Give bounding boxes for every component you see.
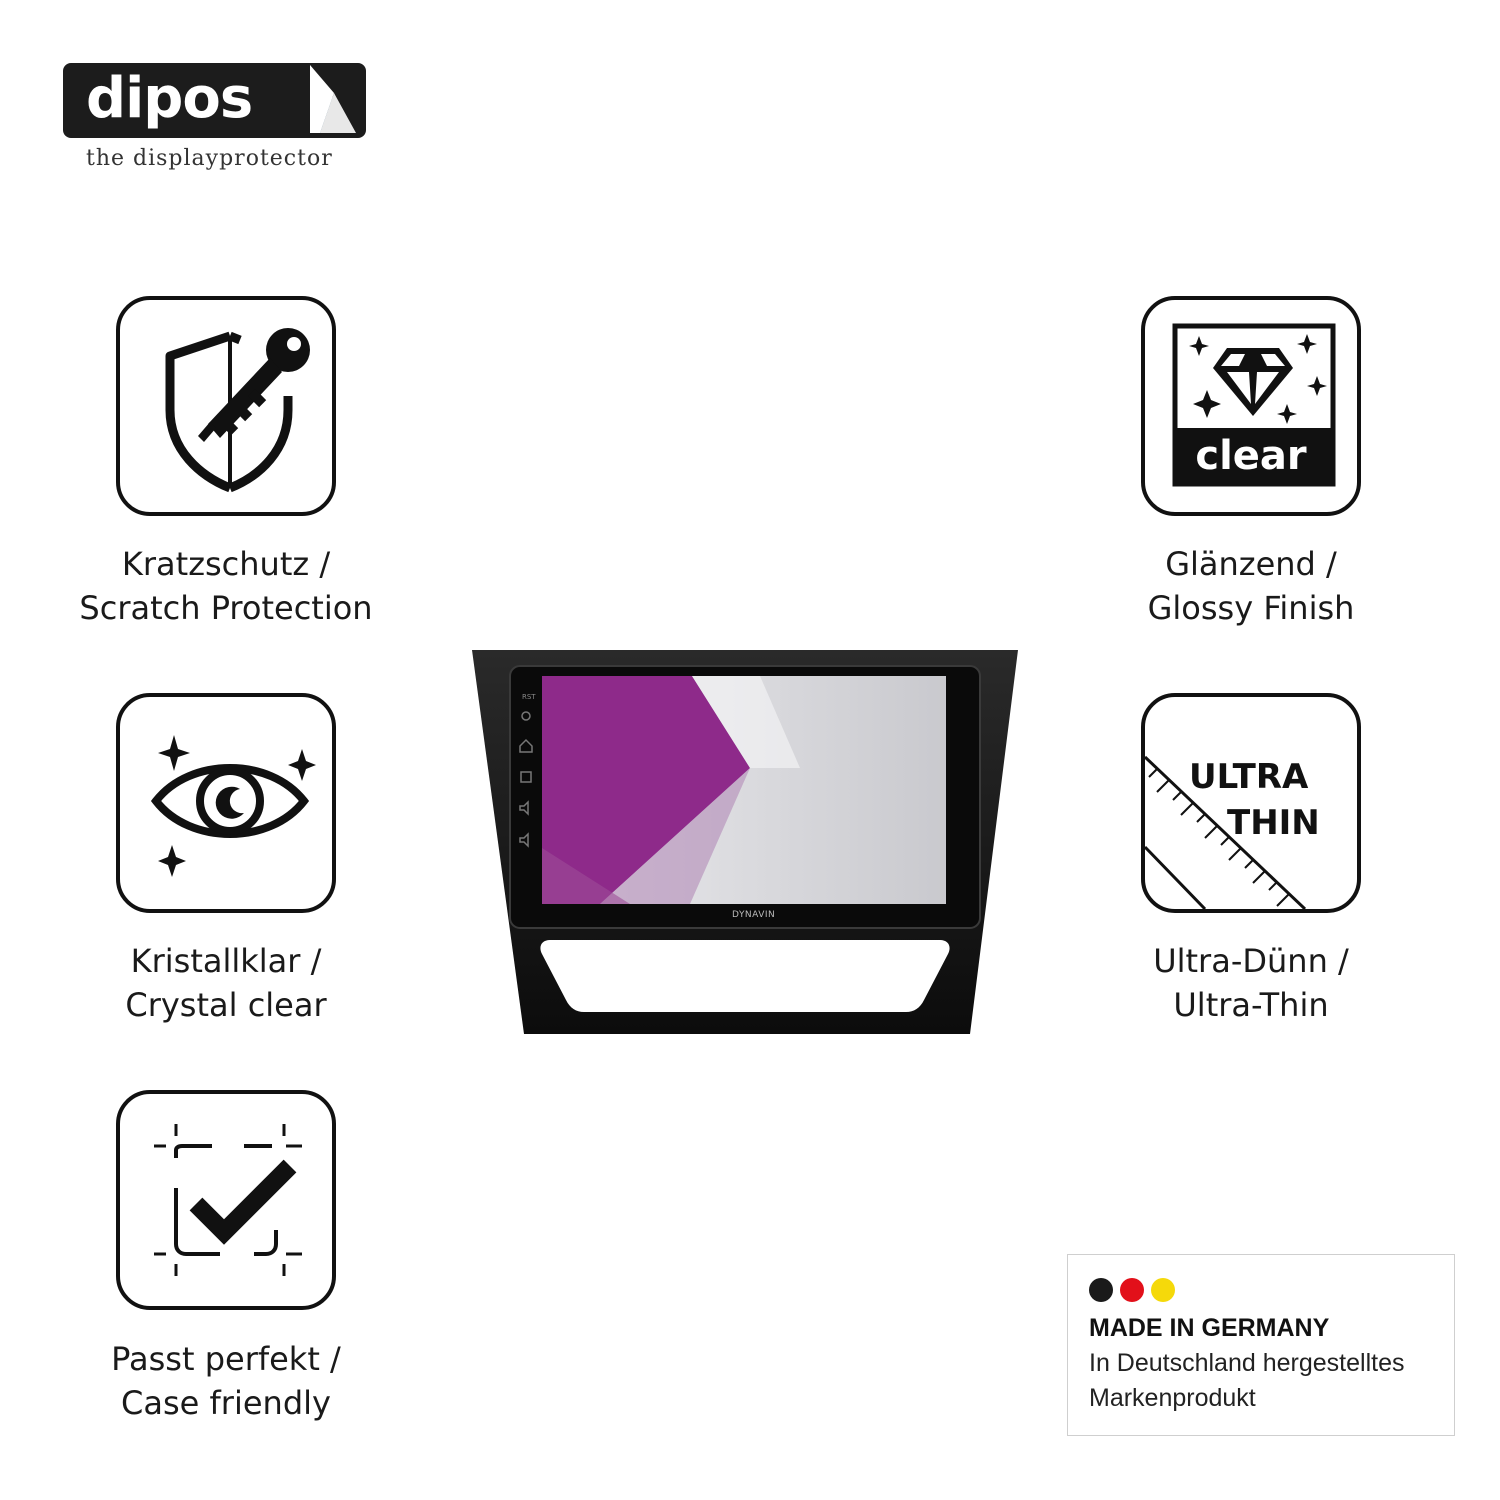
feature-tile-glossy: clear	[1141, 296, 1361, 516]
flag-dot-red	[1120, 1278, 1144, 1302]
made-in-germany-line2: Markenprodukt	[1089, 1384, 1256, 1412]
caption-line-de: Ultra-Dünn /	[1153, 942, 1349, 980]
caption-line-en: Scratch Protection	[79, 589, 373, 627]
feature-caption-crystal: Kristallklar / Crystal clear	[16, 939, 436, 1027]
shield-key-icon	[165, 328, 310, 493]
caption-line-de: Glänzend /	[1165, 545, 1337, 583]
feature-tile-thin: ULTRA THIN	[1141, 693, 1361, 913]
caption-line-en: Crystal clear	[125, 986, 327, 1024]
frame-check-icon	[154, 1124, 302, 1276]
logo-peel-icon	[310, 65, 356, 133]
caption-line-de: Kristallklar /	[130, 942, 322, 980]
caption-line-en: Glossy Finish	[1147, 589, 1355, 627]
device-brand-label: DYNAVIN	[732, 910, 776, 920]
feature-caption-thin: Ultra-Dünn / Ultra-Thin	[1041, 939, 1461, 1027]
brand-name: dipos	[86, 66, 253, 131]
flag-dot-gold	[1151, 1278, 1175, 1302]
made-in-germany-line1: In Deutschland hergestelltes	[1089, 1349, 1405, 1377]
rst-button-label: RST	[522, 693, 536, 701]
diamond-clear-icon	[1172, 323, 1336, 487]
eye-sparkle-icon	[150, 735, 316, 877]
thin-label: THIN	[1227, 803, 1320, 843]
feature-tile-scratch	[116, 296, 336, 516]
caption-line-de: Passt perfekt /	[111, 1340, 341, 1378]
caption-line-en: Ultra-Thin	[1173, 986, 1329, 1024]
feature-tile-case	[116, 1090, 336, 1310]
feature-tile-crystal	[116, 693, 336, 913]
ultra-label: ULTRA	[1189, 757, 1309, 797]
ruler-icon	[1145, 755, 1307, 909]
caption-line-en: Case friendly	[121, 1384, 331, 1422]
flag-dot-black	[1089, 1278, 1113, 1302]
caption-line-de: Kratzschutz /	[121, 545, 331, 583]
made-in-germany-title: MADE IN GERMANY	[1089, 1314, 1330, 1342]
clear-badge-text: clear	[1195, 433, 1307, 479]
side-buttons	[519, 711, 533, 848]
feature-caption-case: Passt perfekt / Case friendly	[16, 1337, 436, 1425]
feature-caption-glossy: Glänzend / Glossy Finish	[1041, 542, 1461, 630]
feature-caption-scratch: Kratzschutz / Scratch Protection	[16, 542, 436, 630]
brand-tagline: the displayprotector	[86, 146, 333, 171]
car-head-unit	[472, 650, 1018, 1034]
